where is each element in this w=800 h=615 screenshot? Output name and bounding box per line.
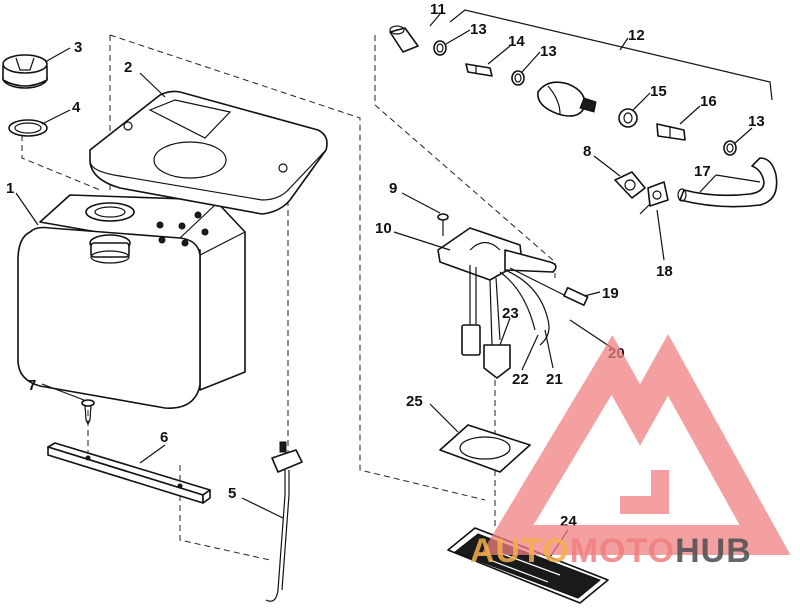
part-15-clamp xyxy=(618,108,638,128)
watermark-triangle xyxy=(480,334,791,555)
callout-13a: 13 xyxy=(470,21,487,38)
callout-10: 10 xyxy=(375,220,392,237)
primer-bulb xyxy=(537,81,597,117)
part-7-screw xyxy=(81,399,95,426)
part-3-fuel-cap xyxy=(2,54,48,89)
callout-1: 1 xyxy=(6,180,14,197)
watermark-logo: AUTOMOTOHUB xyxy=(470,334,791,570)
callout-3: 3 xyxy=(74,39,82,56)
part-10-pickup-assembly xyxy=(437,227,589,379)
watermark-text: AUTOMOTOHUB xyxy=(470,532,752,570)
callout-21: 21 xyxy=(546,371,563,388)
part-6-bracket xyxy=(47,442,211,504)
callout-13b: 13 xyxy=(540,43,557,60)
part-13c-clamp xyxy=(723,140,737,156)
callout-19: 19 xyxy=(602,285,619,302)
callout-13c: 13 xyxy=(748,113,765,130)
part-11-fitting xyxy=(389,25,419,53)
callout-4: 4 xyxy=(72,99,81,116)
watermark-text-hub: HUB xyxy=(675,532,752,570)
callout-7: 7 xyxy=(28,377,36,394)
callout-11: 11 xyxy=(430,1,446,18)
part-8-clip xyxy=(614,171,646,199)
part-1-fuel-tank xyxy=(17,194,246,409)
callout-17: 17 xyxy=(694,163,711,180)
part-16-fitting xyxy=(656,123,686,141)
part-5-fuel-gauge xyxy=(265,441,303,602)
callout-6: 6 xyxy=(160,429,168,446)
callout-8: 8 xyxy=(583,143,591,160)
callout-25: 25 xyxy=(406,393,423,410)
callout-14: 14 xyxy=(508,33,525,50)
leader-lines xyxy=(15,13,761,561)
part-25-gasket xyxy=(439,424,531,473)
callout-5: 5 xyxy=(228,485,236,502)
watermark-text-auto: AUTO xyxy=(470,532,570,570)
part-17-hose xyxy=(677,157,778,208)
callout-12: 12 xyxy=(628,27,645,44)
callout-18: 18 xyxy=(656,263,673,280)
callout-22: 22 xyxy=(512,371,529,388)
part-2-tank-cover xyxy=(89,90,328,215)
part-12-primer-line xyxy=(449,9,773,101)
part-9-screw xyxy=(437,213,449,236)
callout-15: 15 xyxy=(650,83,667,100)
part-14-connector xyxy=(465,63,493,77)
callout-16: 16 xyxy=(700,93,717,110)
part-4-cap-gasket xyxy=(8,119,48,137)
part-18-clip xyxy=(639,181,669,215)
part-13b-clamp xyxy=(511,70,525,86)
watermark-text-moto: MOTO xyxy=(570,532,675,570)
callout-2: 2 xyxy=(124,59,132,76)
callout-23: 23 xyxy=(502,305,519,322)
watermark-inner-mark xyxy=(620,470,669,514)
part-13a-clamp xyxy=(433,40,447,56)
callout-9: 9 xyxy=(389,180,397,197)
